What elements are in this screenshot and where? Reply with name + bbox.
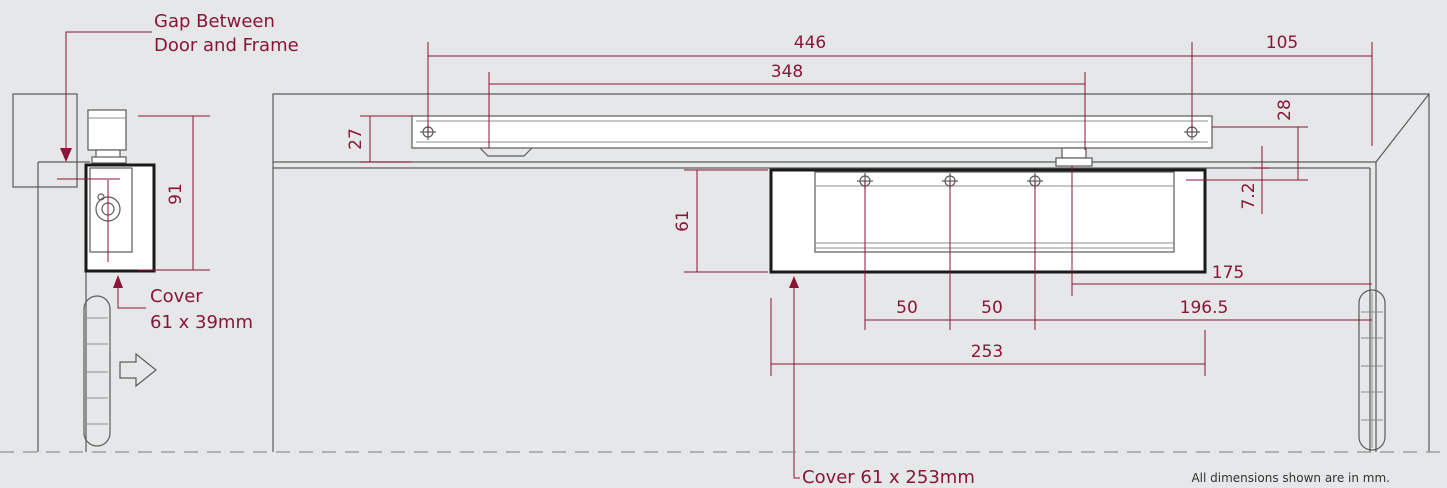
dim-348-label: 348 xyxy=(771,62,803,82)
dim-28-label: 28 xyxy=(1275,99,1295,121)
dim-50-a-label: 50 xyxy=(896,298,918,318)
spindle-front-hole xyxy=(97,193,105,201)
dim-253-label: 253 xyxy=(971,342,1003,362)
gap-leader-line xyxy=(65,31,152,150)
dim-105-label: 105 xyxy=(1266,33,1298,53)
frame-head-block xyxy=(12,93,78,188)
front-view: 446 105 348 28 27 61 7.2 175 xyxy=(272,33,1430,488)
cover-outline-front xyxy=(769,168,1207,274)
footnote: All dimensions shown are in mm. xyxy=(1191,471,1390,485)
front-spindle-nut xyxy=(1061,147,1087,159)
cover-small-arrowhead-icon xyxy=(113,275,123,288)
dim-91-label: 91 xyxy=(166,183,186,205)
dim-27-label: 27 xyxy=(346,128,366,150)
cover-small-leader xyxy=(117,284,146,309)
dim-446-label: 446 xyxy=(794,33,826,53)
frame-corner-mitre xyxy=(1375,93,1430,163)
cover-large-leader xyxy=(793,286,800,479)
frame-outline xyxy=(272,93,1430,452)
side-view: 91 Gap Between Door and Frame Cover 61 x… xyxy=(12,11,299,452)
dim-61-label: 61 xyxy=(673,210,693,232)
gap-label-line1: Gap Between xyxy=(154,11,275,32)
gap-arrowhead-icon xyxy=(60,148,72,162)
cover-large-label: Cover 61 x 253mm xyxy=(802,467,975,488)
hinge-front xyxy=(1358,289,1386,451)
cover-small-label-line2: 61 x 39mm xyxy=(150,312,253,333)
cover-large-arrowhead-icon xyxy=(789,276,799,288)
dim-175-label: 175 xyxy=(1212,263,1244,283)
closer-body-side-front xyxy=(89,167,133,253)
front-spindle-washer xyxy=(1055,157,1093,167)
hinge-side xyxy=(83,295,111,447)
dim-50-b-label: 50 xyxy=(981,298,1003,318)
gap-label-line2: Door and Frame xyxy=(154,35,299,56)
spindle-washer xyxy=(91,156,127,164)
closer-body-front xyxy=(814,171,1175,253)
cover-small-label-line1: Cover xyxy=(150,286,203,307)
arm-boss xyxy=(87,109,127,151)
opening-direction-arrow-icon xyxy=(119,352,157,388)
dim-196-5-label: 196.5 xyxy=(1180,298,1229,318)
dim-7-2-label: 7.2 xyxy=(1239,182,1259,209)
arm-shoe xyxy=(479,147,533,157)
